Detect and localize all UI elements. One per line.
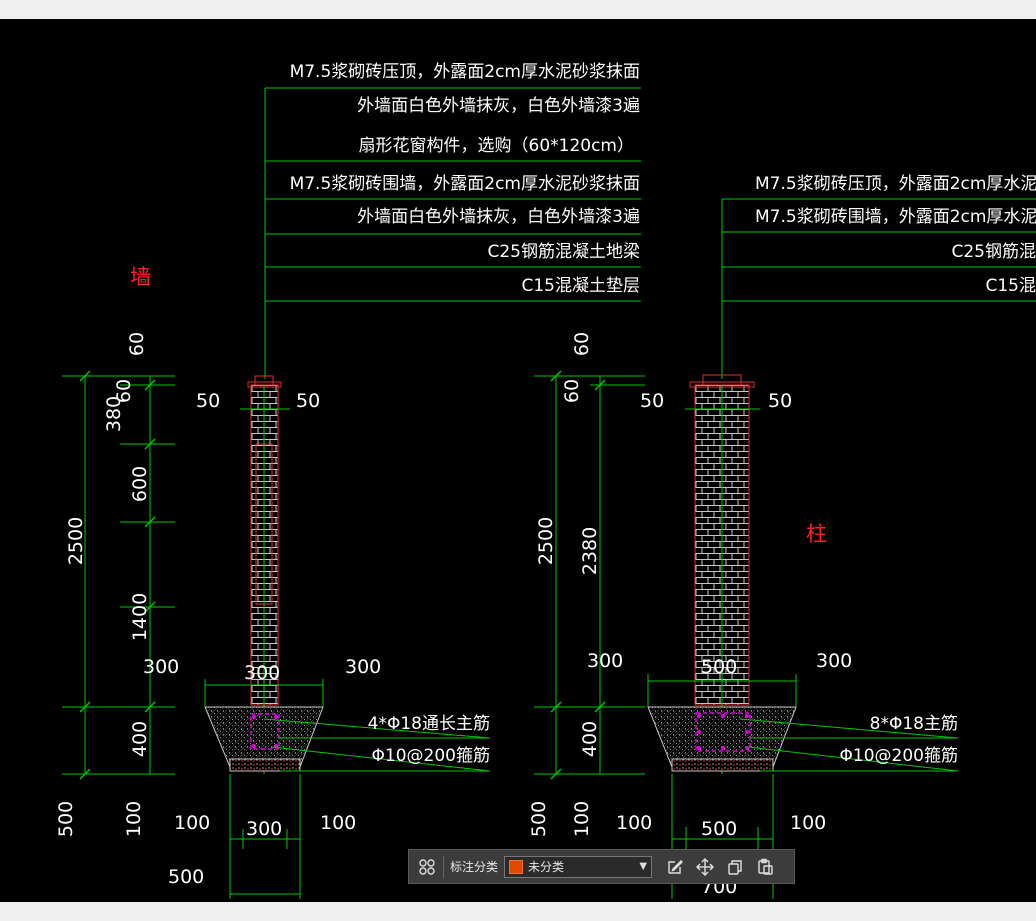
wall-dim-100-bot-left: 100 [174,812,210,834]
wall-dim-100: 100 [123,801,145,837]
wall-dim-100-bot-right: 100 [320,812,356,834]
move-icon [696,857,715,876]
column-dim-500-bot: 500 [701,818,737,840]
column-section [534,198,1036,899]
wall-callout-6: C25钢筋混凝土地梁 [487,242,640,262]
category-value: 未分类 [528,860,565,874]
wall-callout-3: 扇形花窗构件，选购（60*120cm） [359,136,635,156]
column-rebar-main: 8*Φ18主筋 [870,714,958,734]
wall-title: 墙 [130,265,151,289]
wall-rebar-main: 4*Φ18通长主筋 [368,714,490,734]
wall-dim-50-left: 50 [196,390,220,412]
paste-button[interactable] [750,854,780,880]
column-dim-300-right: 300 [816,650,852,672]
column-dim-100: 100 [571,801,593,837]
wall-rebar-stirrup: Φ10@200箍筋 [372,746,490,766]
wall-dim-60-top: 60 [126,332,148,356]
category-label: 标注分类 [450,860,499,874]
column-dim-50-left: 50 [640,390,664,412]
wall-dim-300-left: 300 [143,656,179,678]
column-callout-4: C15混 [985,276,1036,296]
column-callout-leaders [721,198,1036,379]
wall-section [62,87,641,899]
wall-dimension-ticks [79,370,156,780]
wall-dim-500-bot: 500 [168,866,204,888]
wall-dim-400: 400 [129,721,151,757]
column-dim-2500: 2500 [535,517,557,565]
column-dim-60-top: 60 [571,332,593,356]
edit-icon [668,859,684,874]
wall-callout-2: 外墙面白色外墙抹灰，白色外墙漆3遍 [357,96,640,116]
wall-dim-600: 600 [129,466,151,502]
column-dim-500: 500 [528,801,550,837]
wall-callout-5: 外墙面白色外墙抹灰，白色外墙漆3遍 [357,207,640,227]
column-dim-500-mid: 500 [701,656,737,678]
column-dim-100-bot-left: 100 [616,812,652,834]
column-dim-50-right: 50 [768,390,792,412]
column-cushion [671,758,774,772]
column-rebar-stirrup: Φ10@200箍筋 [840,746,958,766]
wall-cushion [229,758,301,772]
category-select[interactable]: 未分类 ▼ [504,855,653,878]
column-dim-400: 400 [579,721,601,757]
wall-dim-60-side: 60 [113,379,135,403]
column-callout-3: C25钢筋混 [951,242,1036,262]
wall-dim-1400: 1400 [129,593,151,641]
wall-callout-4: M7.5浆砌砖围墙，外露面2cm厚水泥砂浆抹面 [290,174,640,194]
toolbar-divider [443,855,444,878]
category-color-swatch [509,859,524,874]
wall-dim-380: 380 [103,396,125,432]
column-dim-2380: 2380 [579,527,601,575]
column-dimension-ticks [550,370,606,780]
column-callout-1: M7.5浆砌砖压顶，外露面2cm厚水泥 [755,174,1036,194]
wall-dim-2500: 2500 [65,517,87,565]
column-dim-60-side: 60 [561,379,583,403]
wall-footing [204,706,324,768]
wall-dim-300-bot: 300 [246,818,282,840]
paste-icon [758,858,773,875]
wall-callout-1: M7.5浆砌砖压顶，外露面2cm厚水泥砂浆抹面 [290,62,640,82]
copy-button[interactable] [720,854,750,880]
wall-dim-300-mid: 300 [244,662,280,684]
chevron-down-icon: ▼ [639,861,648,872]
wall-callout-7: C15混凝土垫层 [521,276,640,296]
move-button[interactable] [690,854,720,880]
copy-icon [728,859,742,875]
wall-dim-500: 500 [55,801,77,837]
edit-button[interactable] [660,854,690,880]
wall-callout-leaders [264,87,641,379]
wall-dim-300-right: 300 [345,656,381,678]
column-callout-2: M7.5浆砌砖围墙，外露面2cm厚水泥 [755,207,1036,227]
column-dim-300-left: 300 [587,650,623,672]
wall-rebar-cage [250,713,280,750]
wall-coping [254,375,274,386]
column-rebar-cage [695,712,751,752]
cad-drawing: M7.5浆砌砖压顶，外露面2cm厚水泥砂浆抹面 外墙面白色外墙抹灰，白色外墙漆3… [55,62,1036,899]
annotation-toolbar: 标注分类 未分类 ▼ [408,849,795,884]
wall-dim-50-right: 50 [296,390,320,412]
category-grid-icon[interactable] [415,855,439,879]
cad-drawing-canvas[interactable]: M7.5浆砌砖压顶，外露面2cm厚水泥砂浆抹面 外墙面白色外墙抹灰，白色外墙漆3… [0,19,1036,902]
column-dim-100-bot-right: 100 [790,812,826,834]
column-title: 柱 [806,522,827,546]
